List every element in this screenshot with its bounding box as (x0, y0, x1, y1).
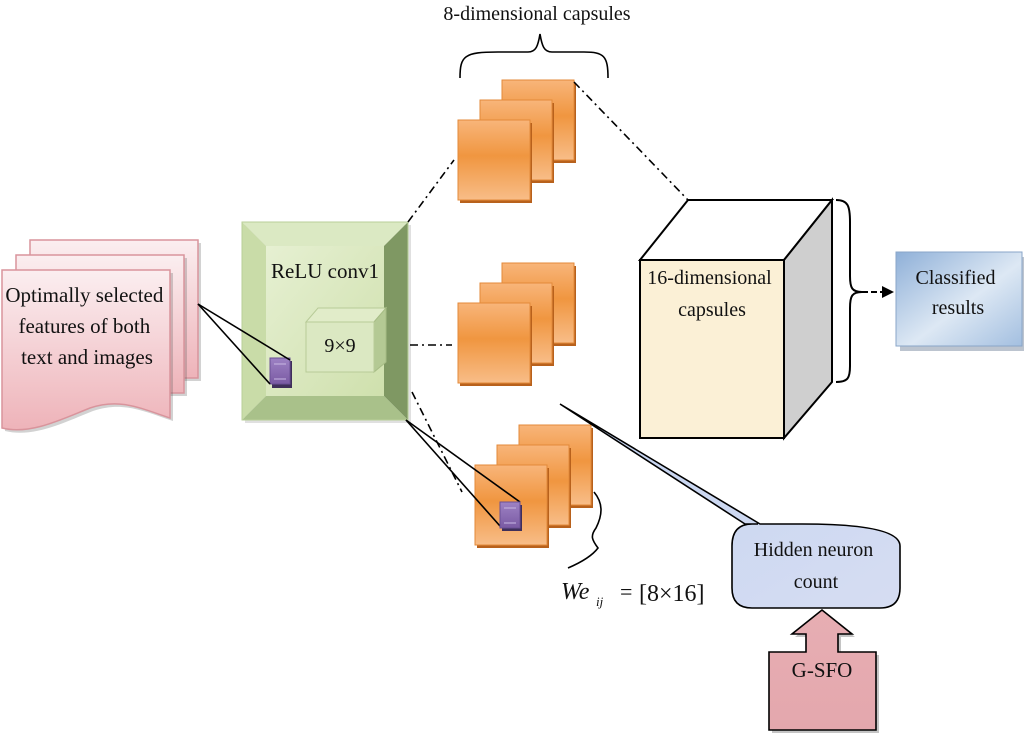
relu-conv1-layer: ReLU conv1 9×9 (241, 221, 411, 423)
weight-dimensions: [8×16] (639, 581, 705, 607)
weight-bracket (567, 491, 602, 569)
input-document-line-2: features of both (18, 314, 150, 338)
document-page-front (1, 269, 173, 433)
input-document-line-1: Optimally selected (5, 283, 164, 307)
hidden-neuron-callout: Hidden neuron count (559, 403, 901, 609)
weight-equals: = (620, 579, 632, 604)
classified-results-label: Classified results (916, 267, 1001, 319)
callout-line-2: count (794, 571, 839, 593)
capsule-projection-lines (405, 419, 521, 527)
capsule-map (457, 302, 531, 384)
conv-layer-label: ReLU conv1 (271, 259, 379, 283)
kernel-cube: 9×9 (304, 306, 388, 374)
capsule-stack-top (457, 79, 576, 203)
digit-capsules-label: 16-dimensional capsules (647, 267, 776, 321)
gsfo-label: G-SFO (792, 658, 853, 682)
capsule-stack-middle (457, 262, 576, 386)
classified-results-box: Classified results (895, 251, 1024, 351)
input-document-label: Optimally selected features of both text… (5, 283, 168, 369)
callout-shape (559, 403, 901, 609)
weight-symbol: We (561, 579, 590, 605)
classified-results-line-2: results (932, 297, 984, 319)
callout-line-1: Hidden neuron (754, 539, 873, 561)
capsule-map (457, 119, 531, 201)
input-document-stack: Optimally selected features of both text… (1, 239, 201, 433)
input-document-line-3: text and images (21, 345, 153, 369)
digit-capsule-cube: 16-dimensional capsules (637, 197, 835, 441)
digit-capsules-line-1: 16-dimensional (647, 267, 772, 289)
capsule-receptive-marker (499, 501, 522, 531)
bevel-right (384, 222, 408, 420)
output-bracket (835, 199, 863, 383)
output-arrow (862, 286, 894, 298)
input-projection-lines (197, 303, 291, 385)
primary-capsules-label: 8-dimensional capsules (443, 3, 630, 25)
capsule-stack-bottom (474, 424, 593, 548)
weight-matrix-label: We ij = [8×16] (561, 579, 705, 609)
digit-capsules-line-2: capsules (678, 299, 746, 321)
bevel-left (242, 222, 266, 420)
gsfo-optimizer: G-SFO (768, 608, 879, 733)
bevel-bottom (242, 396, 408, 420)
primary-capsule-stacks (457, 79, 593, 548)
callout-label: Hidden neuron count (754, 539, 878, 593)
receptive-field-marker (269, 357, 292, 388)
cube-front (639, 259, 785, 439)
kernel-size-label: 9×9 (324, 335, 355, 357)
capsules-bracket (459, 33, 609, 79)
classified-results-line-1: Classified (916, 267, 996, 289)
weight-subscript: ij (596, 594, 604, 609)
bevel-top (242, 222, 408, 246)
gsfo-arrow-box (768, 608, 877, 731)
